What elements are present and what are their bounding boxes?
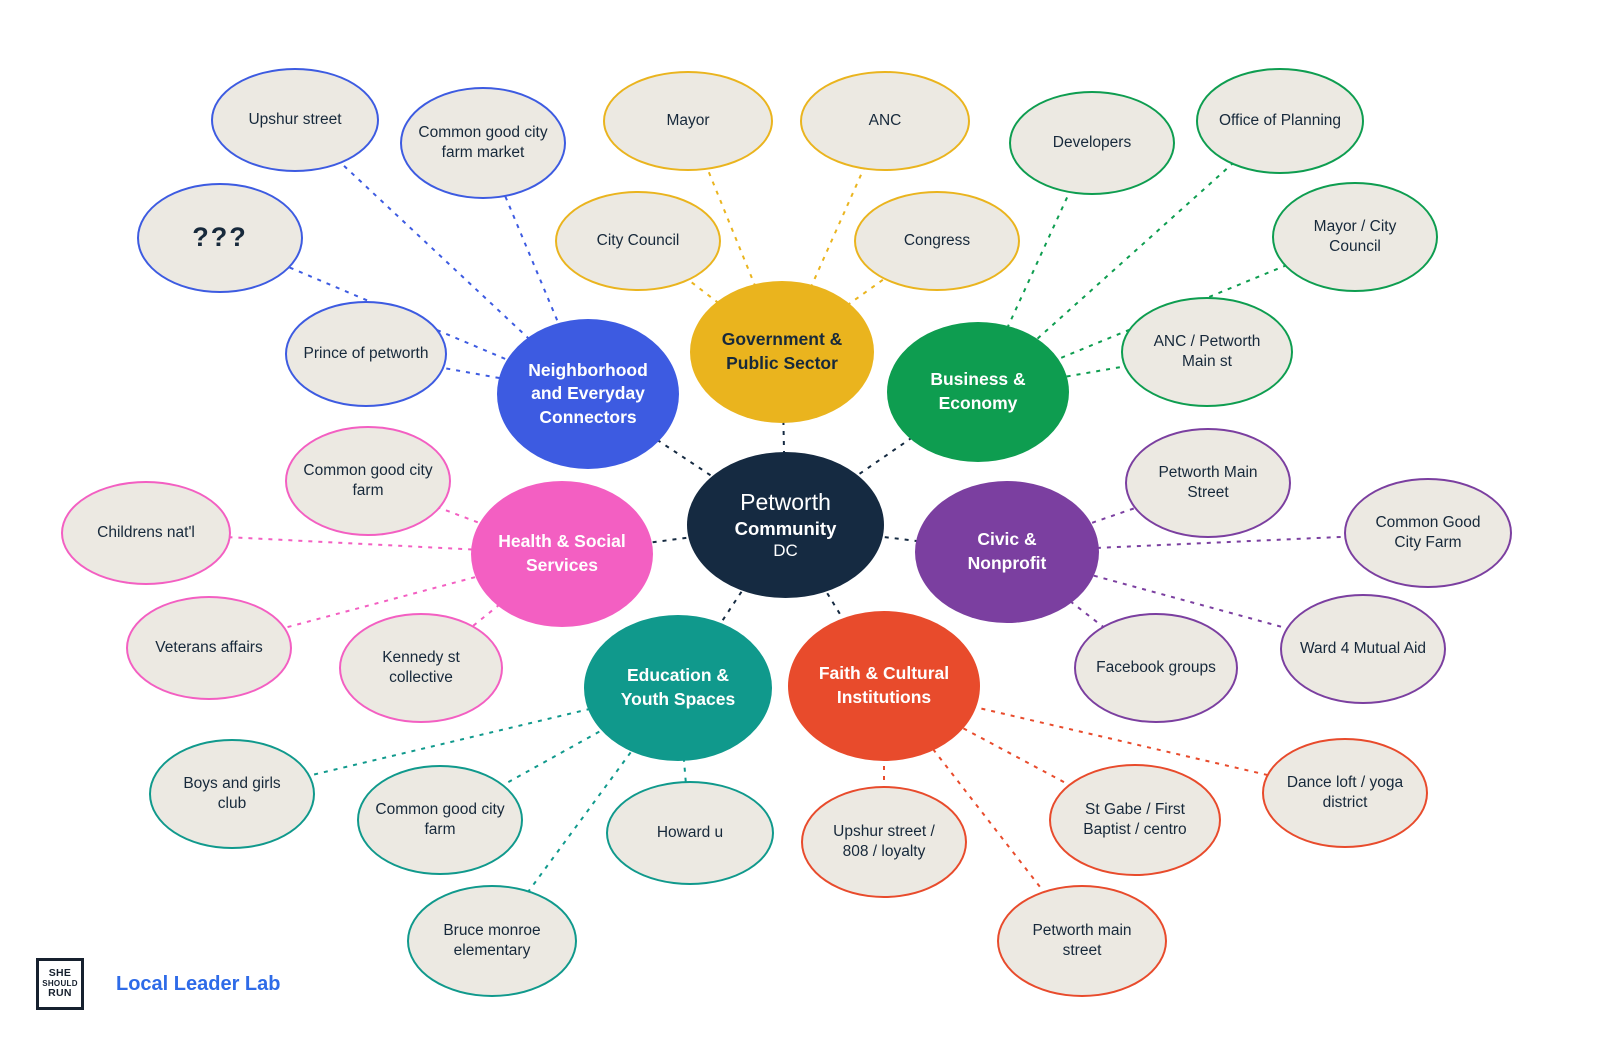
leaf-label: Kennedy st collective: [382, 648, 460, 686]
center-subtitle: Community: [734, 518, 837, 540]
leaf-label: Mayor: [666, 111, 710, 129]
she-should-run-logo: SHE SHOULD RUN: [36, 958, 84, 1010]
leaf-node-common-good-city-farm-education: Common good city farm: [357, 765, 523, 875]
leaf-node-anc: ANC: [800, 71, 970, 171]
leaf-node-petworth-main-street-civic: Petworth Main Street: [1125, 428, 1291, 538]
footer: SHE SHOULD RUN Local Leader Lab: [36, 958, 281, 1010]
leaf-label: Common Good City Farm: [1375, 513, 1481, 551]
leaf-node-mayor-city-council: Mayor / City Council: [1272, 182, 1438, 292]
leaf-node-kennedy-st-collective: Kennedy st collective: [339, 613, 503, 723]
category-label: Health & Social Services: [498, 531, 626, 575]
center-title: Petworth: [740, 489, 831, 516]
category-node-education-youth-spaces: Education & Youth Spaces: [584, 615, 772, 761]
leaf-node-anc-petworth-main-st: ANC / Petworth Main st: [1121, 297, 1293, 407]
leaf-label: Facebook groups: [1096, 658, 1216, 676]
center-region: DC: [773, 541, 798, 561]
leaf-label: Ward 4 Mutual Aid: [1299, 639, 1427, 657]
leaf-label: St Gabe / First Baptist / centro: [1083, 800, 1187, 838]
leaf-label: Childrens nat'l: [97, 523, 195, 541]
leaf-node-city-council: City Council: [555, 191, 721, 291]
leaf-label: Common good city farm market: [418, 123, 548, 161]
leaf-label: Developers: [1052, 133, 1132, 151]
leaf-node-upshur-street-808-loyalty: Upshur street / 808 / loyalty: [801, 786, 967, 898]
category-label: Neighborhood and Everyday Connectors: [528, 359, 648, 427]
leaf-node-petworth-main-street-faith: Petworth main street: [997, 885, 1167, 997]
leaf-node-unknown: ???: [137, 183, 303, 293]
leaf-node-developers: Developers: [1009, 91, 1175, 195]
leaf-node-office-of-planning: Office of Planning: [1196, 68, 1364, 174]
category-label: Civic & Nonprofit: [967, 529, 1047, 573]
leaf-label: Dance loft / yoga district: [1286, 773, 1404, 811]
leaf-node-bruce-monroe-elementary: Bruce monroe elementary: [407, 885, 577, 997]
leaf-label: Petworth main street: [1032, 921, 1132, 959]
leaf-label: ???: [192, 222, 248, 253]
leaf-node-common-good-city-farm-market: Common good city farm market: [400, 87, 566, 199]
leaf-node-congress: Congress: [854, 191, 1020, 291]
leaf-label: Mayor / City Council: [1313, 217, 1397, 255]
leaf-label: ANC: [868, 111, 902, 129]
leaf-node-childrens-natl: Childrens nat'l: [61, 481, 231, 585]
leaf-label: Petworth Main Street: [1158, 463, 1258, 501]
leaf-node-prince-of-petworth: Prince of petworth: [285, 301, 447, 407]
leaf-label: Upshur street: [248, 110, 342, 128]
leaf-label: Veterans affairs: [155, 638, 263, 656]
brand-name: Local Leader Lab: [116, 972, 281, 995]
leaf-label: Bruce monroe elementary: [443, 921, 541, 959]
logo-line-1: SHE: [48, 967, 72, 980]
category-label: Faith & Cultural Institutions: [818, 663, 950, 707]
category-label: Education & Youth Spaces: [620, 665, 736, 709]
category-node-faith-cultural-institutions: Faith & Cultural Institutions: [788, 611, 980, 761]
leaf-label: Office of Planning: [1218, 111, 1342, 129]
leaf-node-ward-4-mutual-aid: Ward 4 Mutual Aid: [1280, 594, 1446, 704]
leaf-node-boys-and-girls-club: Boys and girls club: [149, 739, 315, 849]
leaf-node-common-good-city-farm-civic: Common Good City Farm: [1344, 478, 1512, 588]
category-label: Business & Economy: [930, 369, 1026, 413]
category-node-civic-nonprofit: Civic & Nonprofit: [915, 481, 1099, 623]
leaf-label: Common good city farm: [375, 800, 505, 838]
leaf-label: Upshur street / 808 / loyalty: [833, 822, 935, 860]
category-node-business-economy: Business & Economy: [887, 322, 1069, 462]
leaf-node-upshur-street: Upshur street: [211, 68, 379, 172]
leaf-label: Boys and girls club: [183, 774, 281, 812]
leaf-node-st-gabe-first-baptist-centro: St Gabe / First Baptist / centro: [1049, 764, 1221, 876]
category-node-government-public-sector: Government & Public Sector: [690, 281, 874, 423]
leaf-label: Prince of petworth: [303, 344, 429, 362]
category-node-neighborhood-connectors: Neighborhood and Everyday Connectors: [497, 319, 679, 469]
category-label: Government & Public Sector: [721, 329, 843, 373]
logo-line-3: RUN: [48, 987, 72, 1000]
leaf-node-common-good-city-farm-health: Common good city farm: [285, 426, 451, 536]
leaf-label: Common good city farm: [303, 461, 433, 499]
leaf-node-facebook-groups: Facebook groups: [1074, 613, 1238, 723]
leaf-node-howard-u: Howard u: [606, 781, 774, 885]
leaf-label: Howard u: [656, 823, 724, 841]
leaf-label: Congress: [903, 231, 971, 249]
leaf-node-veterans-affairs: Veterans affairs: [126, 596, 292, 700]
logo-line-2: SHOULD: [42, 978, 78, 988]
category-node-health-social-services: Health & Social Services: [471, 481, 653, 627]
center-node-petworth-community-dc: Petworth Community DC: [687, 452, 884, 598]
leaf-node-mayor: Mayor: [603, 71, 773, 171]
leaf-label: ANC / Petworth Main st: [1153, 332, 1261, 370]
leaf-label: City Council: [596, 231, 680, 249]
leaf-node-dance-loft-yoga-district: Dance loft / yoga district: [1262, 738, 1428, 848]
